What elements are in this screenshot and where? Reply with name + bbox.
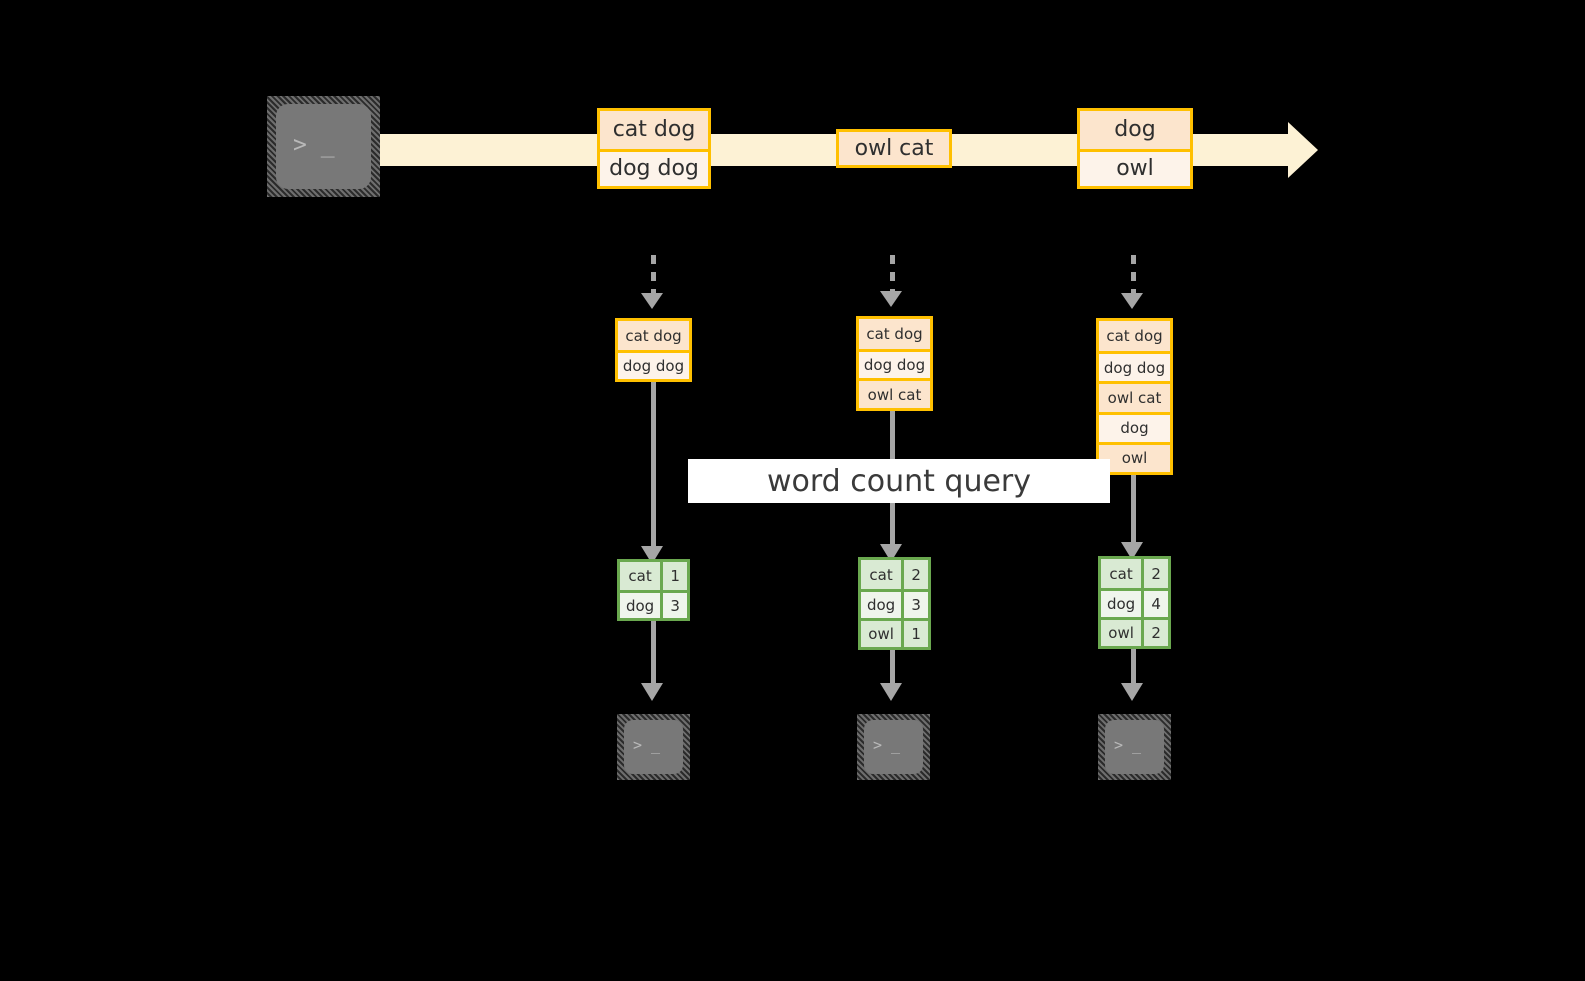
accumulated-state-2[interactable]: cat dog dog dog owl cat bbox=[856, 316, 933, 411]
result-row: dog 3 bbox=[620, 590, 687, 618]
result-to-consumer-connector bbox=[890, 650, 895, 687]
result-table-3[interactable]: cat 2 dog 4 owl 2 bbox=[1098, 556, 1171, 649]
accumulated-line: owl cat bbox=[1099, 381, 1170, 412]
result-to-consumer-connector bbox=[1131, 649, 1136, 687]
result-to-consumer-arrowhead bbox=[641, 683, 663, 701]
terminal-screen bbox=[864, 720, 923, 774]
result-count: 2 bbox=[901, 560, 928, 589]
terminal-prompt-glyph: > _ bbox=[1114, 736, 1142, 754]
result-word: dog bbox=[1101, 591, 1142, 617]
producer-terminal-icon[interactable]: > _ bbox=[267, 96, 380, 197]
stream-to-state-arrowhead bbox=[880, 291, 902, 307]
result-count: 3 bbox=[901, 592, 928, 618]
stream-message-line: owl cat bbox=[839, 132, 949, 165]
result-to-consumer-arrowhead bbox=[1121, 683, 1143, 701]
result-count: 1 bbox=[901, 620, 928, 647]
terminal-prompt-glyph: > _ bbox=[293, 132, 335, 158]
stream-message-2[interactable]: owl cat bbox=[836, 129, 952, 168]
result-word: owl bbox=[1101, 619, 1142, 646]
accumulated-line: owl cat bbox=[859, 378, 930, 408]
stream-to-state-connector bbox=[651, 255, 656, 295]
stream-message-1[interactable]: cat dog dog dog bbox=[597, 108, 711, 189]
result-row: dog 3 bbox=[861, 589, 928, 618]
stream-to-state-arrowhead bbox=[1121, 293, 1143, 309]
state-to-result-connector bbox=[651, 382, 656, 550]
consumer-terminal-icon-2[interactable]: > _ bbox=[857, 714, 930, 780]
result-word: owl bbox=[861, 620, 902, 647]
result-to-consumer-arrowhead bbox=[880, 683, 902, 701]
accumulated-line: dog dog bbox=[1099, 351, 1170, 382]
result-count: 4 bbox=[1141, 591, 1168, 617]
result-word: dog bbox=[861, 592, 902, 618]
result-count: 1 bbox=[660, 562, 687, 590]
result-to-consumer-connector bbox=[651, 621, 656, 687]
result-count: 3 bbox=[660, 593, 687, 618]
result-row: cat 2 bbox=[861, 560, 928, 589]
result-count: 2 bbox=[1141, 619, 1168, 646]
accumulated-line: dog dog bbox=[859, 348, 930, 379]
accumulated-line: dog bbox=[1099, 411, 1170, 442]
stream-message-3[interactable]: dog owl bbox=[1077, 108, 1193, 189]
consumer-terminal-icon-1[interactable]: > _ bbox=[617, 714, 690, 780]
consumer-terminal-icon-3[interactable]: > _ bbox=[1098, 714, 1171, 780]
result-row: dog 4 bbox=[1101, 588, 1168, 617]
result-row: cat 1 bbox=[620, 562, 687, 590]
stream-message-line: dog dog bbox=[600, 148, 708, 186]
stream-message-line: owl bbox=[1080, 148, 1190, 186]
accumulated-state-1[interactable]: cat dog dog dog bbox=[615, 318, 692, 382]
result-row: owl 2 bbox=[1101, 616, 1168, 646]
result-row: cat 2 bbox=[1101, 559, 1168, 588]
result-word: cat bbox=[861, 560, 902, 589]
result-word: dog bbox=[620, 593, 661, 618]
terminal-prompt-glyph: > _ bbox=[873, 736, 901, 754]
query-label-banner bbox=[688, 459, 1110, 503]
stream-arrowhead bbox=[1288, 122, 1318, 178]
terminal-screen bbox=[276, 104, 371, 189]
stream-to-state-connector bbox=[890, 255, 895, 293]
result-row: owl 1 bbox=[861, 617, 928, 647]
result-table-1[interactable]: cat 1 dog 3 bbox=[617, 559, 690, 621]
accumulated-line: cat dog bbox=[618, 321, 689, 350]
state-to-result-arrowhead bbox=[1121, 542, 1143, 560]
result-table-2[interactable]: cat 2 dog 3 owl 1 bbox=[858, 557, 931, 650]
stream-message-line: cat dog bbox=[600, 111, 708, 149]
accumulated-line: cat dog bbox=[859, 319, 930, 349]
terminal-screen bbox=[1105, 720, 1164, 774]
accumulated-line: dog dog bbox=[618, 350, 689, 379]
terminal-screen bbox=[624, 720, 683, 774]
stream-message-line: dog bbox=[1080, 111, 1190, 149]
stream-to-state-connector bbox=[1131, 255, 1136, 295]
result-word: cat bbox=[620, 562, 661, 590]
query-label-text: word count query bbox=[766, 463, 1032, 499]
result-count: 2 bbox=[1141, 559, 1168, 588]
accumulated-state-3[interactable]: cat dog dog dog owl cat dog owl bbox=[1096, 318, 1173, 475]
accumulated-line: owl bbox=[1099, 441, 1170, 472]
state-to-result-connector bbox=[1131, 475, 1136, 546]
result-word: cat bbox=[1101, 559, 1142, 588]
terminal-prompt-glyph: > _ bbox=[633, 736, 661, 754]
accumulated-line: cat dog bbox=[1099, 321, 1170, 352]
stream-to-state-arrowhead bbox=[641, 293, 663, 309]
